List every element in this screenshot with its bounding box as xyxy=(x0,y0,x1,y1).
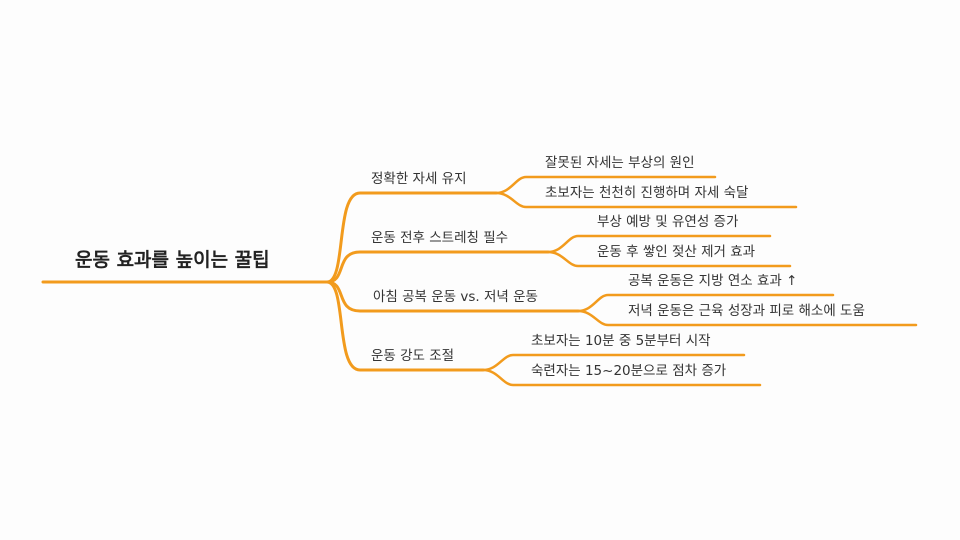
leaf-label-evening-workout[interactable]: 저녁 운동은 근육 성장과 피로 해소에 도움 xyxy=(628,303,865,319)
branch-connector-1 xyxy=(325,250,550,284)
root-topic[interactable]: 운동 효과를 높이는 꿀팁 xyxy=(75,249,270,271)
leaf-label-beginner-slow[interactable]: 초보자는 천천히 진행하며 자세 숙달 xyxy=(545,185,749,201)
leaf-label-beginner-start[interactable]: 초보자는 10분 중 5분부터 시작 xyxy=(531,333,711,349)
branch-label-intensity[interactable]: 운동 강도 조절 xyxy=(371,348,455,364)
branch-connector-3 xyxy=(325,280,485,372)
leaf-label-injury-prevention[interactable]: 부상 예방 및 유연성 증가 xyxy=(597,214,739,230)
branch-connector-0 xyxy=(325,191,498,284)
leaf-connector-3-1 xyxy=(481,368,762,387)
leaf-label-fasted-cardio[interactable]: 공복 운동은 지방 연소 효과 ↑ xyxy=(628,273,798,289)
branch-label-posture[interactable]: 정확한 자세 유지 xyxy=(371,171,467,187)
branch-label-morning-evening[interactable]: 아침 공복 운동 vs. 저녁 운동 xyxy=(373,289,538,305)
leaf-label-lactic-acid[interactable]: 운동 후 쌓인 젖산 제거 효과 xyxy=(597,244,756,260)
leaf-connector-0-1 xyxy=(494,191,798,209)
leaf-connector-1-1 xyxy=(546,250,792,268)
leaf-label-expert-increase[interactable]: 숙련자는 15~20분으로 점차 증가 xyxy=(531,363,727,379)
branch-label-stretching[interactable]: 운동 전후 스트레칭 필수 xyxy=(371,230,509,246)
leaf-connector-2-1 xyxy=(576,309,918,327)
leaf-label-bad-posture[interactable]: 잘못된 자세는 부상의 원인 xyxy=(545,155,695,171)
